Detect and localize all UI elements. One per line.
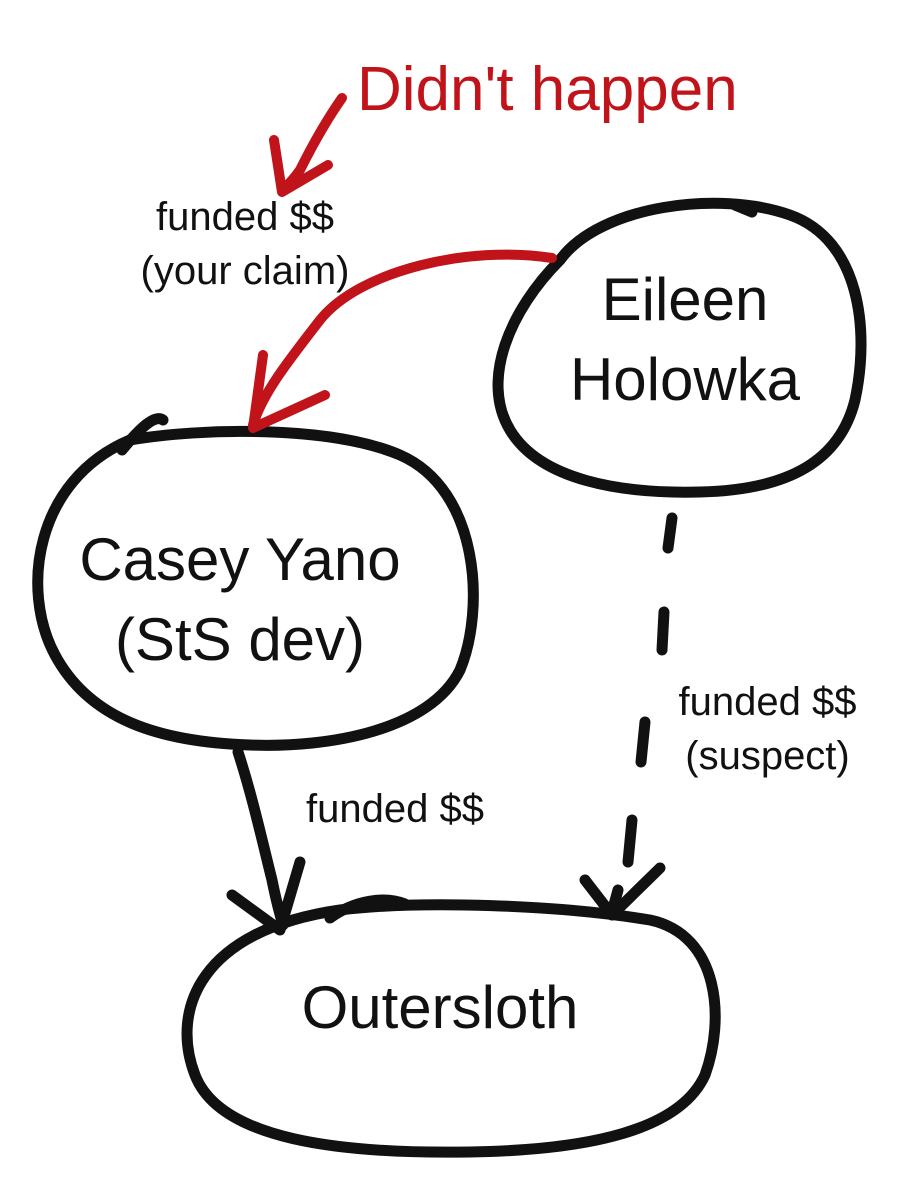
edge-eileen-outersloth-dashes: [606, 512, 678, 918]
eileen-node-label: Eileen Holowka: [530, 260, 840, 420]
casey-node-label: Casey Yano (StS dev): [50, 520, 430, 680]
outersloth-node-tick: [324, 894, 411, 924]
eileen-node-label-line1: Eileen: [601, 266, 769, 333]
edge-casey-outersloth-line: [232, 746, 289, 931]
eileen-node-label-line2: Holowka: [569, 346, 801, 413]
casey-node-outline: [32, 425, 479, 751]
casey-node-tick: [116, 413, 169, 456]
edge-eileen-casey-line: [248, 249, 557, 430]
eileen-node-tick: [729, 199, 758, 218]
outersloth-node-label: Outersloth: [301, 974, 579, 1041]
edge-casey-outersloth-arrowhead: [226, 856, 306, 936]
outersloth-node-outline: [181, 899, 721, 1158]
edge-eileen-casey-arrowhead: [248, 350, 330, 433]
annotation-arrowhead: [269, 135, 333, 197]
edge-label-casey-outersloth: funded $$: [306, 787, 484, 831]
edge-label-your-claim-line1: funded $$: [156, 195, 334, 239]
edge-label-suspect-line2: (suspect): [685, 734, 850, 778]
edge-label-suspect: funded $$ (suspect): [655, 675, 880, 783]
edge-label-your-claim: funded $$ (your claim): [115, 190, 375, 298]
edge-label-suspect-line1: funded $$: [678, 680, 857, 724]
casey-node-label-line2: (StS dev): [114, 606, 366, 673]
annotation-didnt-happen: Didn't happen: [357, 55, 738, 124]
casey-node-label-line1: Casey Yano: [79, 526, 401, 593]
edge-label-your-claim-line2: (your claim): [140, 249, 350, 293]
edge-eileen-outersloth-arrowhead: [579, 862, 666, 921]
